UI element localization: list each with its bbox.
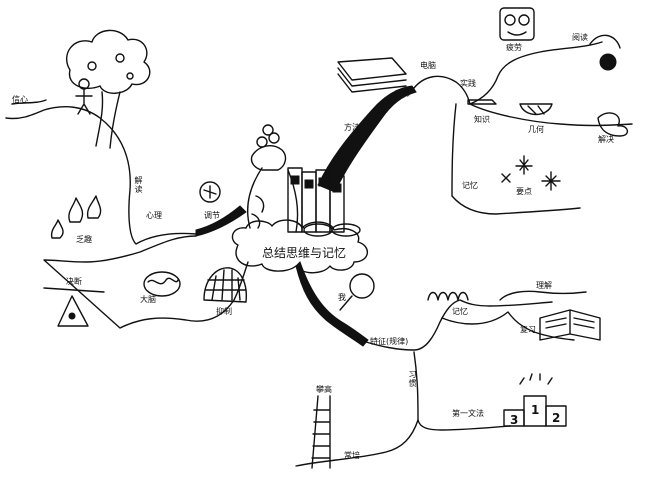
- branch-knowledge: [469, 103, 633, 127]
- glasses-left: [303, 223, 333, 237]
- label-sheji: 疲劳: [506, 43, 522, 52]
- label-xin: 信心: [12, 95, 28, 104]
- label-zaike: 记忆: [452, 307, 468, 316]
- tree-canopy: [65, 29, 151, 94]
- label-guilv: 特征(规律): [370, 337, 409, 346]
- label-diannao: 电脑: [420, 61, 436, 70]
- paper-stack: [337, 57, 407, 93]
- brain-drawing: [143, 271, 181, 297]
- label-xiguan: 习惯: [408, 370, 417, 388]
- label-tiaojie: 调节: [204, 211, 220, 220]
- center-title: 总结思维与记忆: [262, 246, 347, 260]
- cage-drawing: [203, 267, 247, 303]
- trunk-lower: [295, 261, 369, 347]
- ladder-drawing: [311, 395, 331, 469]
- label-fenbu: 几何: [528, 125, 544, 134]
- label-changxi: 常培: [344, 451, 360, 460]
- podium-block-3: [503, 409, 525, 427]
- flower-drawing: [515, 155, 533, 175]
- label-shijian: 实践: [460, 79, 476, 88]
- label-diyi: 第一文法: [452, 409, 484, 418]
- podium-second: 2: [552, 411, 561, 425]
- flame-drawing: [50, 195, 102, 239]
- magnifier-drawing: [349, 273, 375, 299]
- face-drawing: [499, 7, 535, 41]
- podium-block-2: [545, 405, 567, 427]
- label-gaishan: 解决: [598, 135, 614, 144]
- melon-drawing: [519, 103, 553, 116]
- label-fangfa: 方法: [344, 123, 360, 132]
- clock-drawing: [199, 181, 221, 203]
- wave-drawing: [427, 291, 469, 301]
- tree-trunk: [95, 91, 121, 149]
- label-jiaodian: 要点: [516, 187, 532, 196]
- branch-upper-right: [413, 41, 603, 105]
- branch-memory: [451, 103, 581, 215]
- label-fuxi: 复习: [520, 325, 536, 334]
- label-jiyi: 记忆: [462, 181, 478, 190]
- balance-triangle: [57, 295, 89, 327]
- branch-climb: [295, 419, 419, 467]
- branch-left-upper: [5, 106, 197, 245]
- trunk-left: [195, 205, 247, 237]
- podium-first: 1: [531, 403, 540, 417]
- open-book-drawing: [539, 309, 601, 341]
- trunk-upper-right: [317, 85, 417, 193]
- label-qifa: 乏趣: [76, 235, 92, 244]
- branch-left-lower: [43, 235, 249, 329]
- ball-drawing: [599, 53, 617, 71]
- vase: [247, 167, 299, 233]
- label-ceyi: 抑制: [216, 307, 232, 316]
- knife-drawing: [467, 99, 497, 105]
- label-yuedu: 阅读: [572, 33, 588, 42]
- label-jieduan: 决断: [66, 277, 82, 286]
- book-4: [329, 175, 345, 233]
- branch-lower-right: [365, 299, 553, 351]
- branch-review: [441, 311, 575, 341]
- label-jiedu: 解读: [134, 176, 143, 194]
- center-cloud: [231, 219, 368, 274]
- label-lijie: 理解: [536, 281, 552, 290]
- label-danao: 大脑: [140, 295, 156, 304]
- label-zhihui: 知识: [474, 115, 490, 124]
- label-pandeng: 攀高: [316, 385, 332, 394]
- label-xinli: 心理: [146, 211, 162, 220]
- podium-third: 3: [510, 413, 519, 427]
- knot-drawing: [597, 112, 628, 137]
- branch-habit: [413, 351, 511, 431]
- label-buzou: 步骤: [394, 89, 410, 98]
- label-wo: 我: [338, 293, 346, 302]
